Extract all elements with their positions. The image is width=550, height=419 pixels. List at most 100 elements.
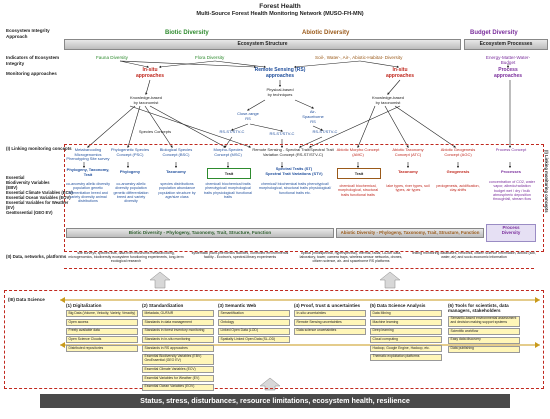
ecosystem-structure-bar: Ecosystem Structure bbox=[64, 39, 461, 50]
rs-approaches-2: approaches bbox=[265, 73, 295, 79]
label-indicators: Indicators of Ecosystem bbox=[6, 55, 60, 60]
species-concepts: Species Concepts bbox=[138, 129, 172, 134]
insitu-right-2: approaches bbox=[385, 73, 415, 79]
science-item: Ontology bbox=[218, 318, 290, 327]
process-diversity-label-2: Diversity bbox=[501, 230, 521, 235]
network-phenomics: systematic plant-phenomics facilities, c… bbox=[191, 251, 289, 260]
science-item: Thematic exploitation platforms bbox=[370, 353, 442, 361]
science-item: Data science uncertainties bbox=[294, 327, 366, 335]
label-data-networks: (II) Data, networks, platforms bbox=[6, 254, 67, 259]
network-linking: linking monitoring databases, networks, … bbox=[412, 251, 536, 260]
kb-left: Knowledge-based bbox=[129, 95, 163, 100]
stv-c-3: RS-ST/STV-C bbox=[312, 129, 338, 134]
close-range-rs-2: RS bbox=[245, 116, 251, 121]
flora-diversity: Flora Diversity bbox=[195, 55, 225, 60]
science-item: Machine learning bbox=[370, 318, 442, 327]
concept-amc: Abiotic Morpho Concept (AMC) bbox=[336, 147, 380, 157]
science-item: Linked Open Data (LOD) bbox=[218, 327, 290, 335]
science-item: Standards in data management bbox=[142, 318, 214, 327]
process-approaches-2: approaches bbox=[493, 73, 523, 79]
status-bar: Status, stress, disturbances, resource l… bbox=[40, 394, 510, 408]
detail-abiotic-trait: chemical/ biochemical, morphological, st… bbox=[337, 184, 379, 197]
fauna-diversity: Fauna Diversity bbox=[96, 55, 128, 60]
physical-based-2: by techniques bbox=[267, 92, 293, 97]
science-item: Open access bbox=[66, 318, 138, 327]
budget-diversity-heading: Budget Diversity bbox=[470, 30, 518, 36]
science-item: Hadoop, Google Engine, Hadoop, etc. bbox=[370, 345, 442, 353]
science-item: Essential Biodiversity Variables (EBV) G… bbox=[142, 353, 214, 365]
science-item: Data Mining bbox=[370, 310, 442, 318]
science-item: Data publishing bbox=[448, 345, 520, 353]
kb-left-2: by taxonomist bbox=[133, 100, 159, 105]
process-diversity-label: Process bbox=[502, 225, 520, 230]
link-geogenesis: Geogenesis bbox=[446, 169, 470, 174]
side-linking-label: (I) Linking monitoring concepts bbox=[544, 150, 549, 213]
abiotic-habitat-diversity: Soil-, Water-, Air-, Abiotic-Habitat- Di… bbox=[315, 55, 403, 60]
label-monitoring: Monitoring approaches bbox=[6, 71, 57, 76]
energy-budget: Energy-Matter-Water- bbox=[485, 55, 531, 60]
science-item: Standards in forest inventory monitoring bbox=[142, 327, 214, 335]
label-geo: GeoEssential (GEO EV) bbox=[6, 210, 53, 215]
science-column-title: (5) Data Science Analysis bbox=[370, 303, 426, 308]
insitu-left-2: approaches bbox=[135, 73, 165, 79]
network-optical: optical (multispectral, hyperspectral), … bbox=[299, 251, 403, 264]
ecosystem-processes-bar: Ecosystem Processes bbox=[464, 39, 548, 50]
data-science-region bbox=[4, 290, 544, 389]
air-spaceborne-2: Spaceborne bbox=[302, 114, 324, 119]
science-column: (6) Tools for scientists, data managers,… bbox=[448, 303, 520, 354]
science-item: Distributed repositories bbox=[66, 345, 138, 353]
science-item: Standards in in-situ monitoring bbox=[142, 336, 214, 344]
label-ewv-2: (EV) bbox=[6, 205, 15, 210]
label-ewv: Essential Variables for Weather bbox=[6, 200, 69, 205]
science-item: Freely available data bbox=[66, 327, 138, 335]
label-ecv: Essential Climate Variables (ECV) bbox=[6, 190, 73, 195]
science-item: Semantic-based environmental assessment … bbox=[448, 315, 520, 327]
concept-agc: Abiotic Geogenesis Concept (AGC) bbox=[440, 147, 476, 157]
detail-processes: concentration of CO2, water vapor, albed… bbox=[489, 180, 535, 201]
network-site-surveys: site surveys, species lists, data from m… bbox=[68, 251, 184, 264]
science-item: Spatially Linked Open Data (SL-OD) bbox=[218, 336, 290, 344]
label-ebv-2: Biodiversity Variables bbox=[6, 180, 50, 185]
link-spectral-variations: Spectral Trait Variations (STV) bbox=[265, 171, 323, 176]
science-item: Easy data discovery bbox=[448, 336, 520, 344]
insitu-left: In-situ bbox=[142, 67, 158, 73]
biotic-diversity-heading: Biotic Diversity bbox=[165, 30, 209, 36]
air-spaceborne-3: RS bbox=[310, 119, 316, 124]
science-column-title: (4) Proof, trust & uncertainties bbox=[294, 303, 361, 308]
stv-c-1: RS-ST/STV-C bbox=[219, 129, 245, 134]
link-processes: Processes bbox=[500, 169, 521, 174]
science-item: Scientific workflow bbox=[448, 328, 520, 336]
science-column-title: (1) Digitalization bbox=[66, 303, 102, 308]
label-ebv: Essential bbox=[6, 175, 25, 180]
insitu-right: In-situ bbox=[392, 67, 408, 73]
link-phylo-tax-trait: Phylogeny, Taxonomy, Trait bbox=[66, 167, 110, 177]
energy-budget-2: Budget bbox=[500, 60, 516, 65]
science-item: Essential Climate Variables (ECV) bbox=[142, 366, 214, 374]
abiotic-diversity-bar: Abiotic Diversity - Phylogeny, Taxonomy,… bbox=[336, 228, 484, 238]
process-diversity-box: Process Diversity bbox=[486, 224, 536, 242]
label-ecosystem-integrity: Ecosystem Integrity bbox=[6, 28, 50, 33]
label-linking: (I) Linking monitoring concepts bbox=[6, 146, 72, 151]
science-item: Deep learning bbox=[370, 327, 442, 335]
science-item: Essential Ocean Variables (EOV) bbox=[142, 383, 214, 391]
science-item: Cloud computing bbox=[370, 336, 442, 344]
science-item: In-situ uncertainties bbox=[294, 310, 366, 318]
close-range-rs: Close-range bbox=[237, 111, 259, 116]
concept-atc: Abiotic Taxonomy Concept (ATC) bbox=[392, 147, 424, 157]
biotic-diversity-bar: Biotic Diversity - Phylogeny, Taxonomy, … bbox=[66, 228, 334, 238]
detail-phylogeny: co-ancestry allelic diversity population… bbox=[113, 182, 149, 203]
link-phylogeny: Phylogeny bbox=[119, 169, 141, 174]
linking-region bbox=[64, 144, 544, 252]
network-title: Multi-Source Forest Health Monitoring Ne… bbox=[196, 11, 364, 17]
detail-pedogenesis: pedogenesis, acidification, clay-shifts bbox=[436, 184, 480, 193]
concept-psc: Phylogenetic Species Concept (PSC) bbox=[110, 147, 150, 157]
abiotic-diversity-heading: Abiotic Diversity bbox=[302, 30, 350, 36]
science-column-title: (3) Semantic Web bbox=[218, 303, 257, 308]
concept-bsc: Biological Species Concept (BSC) bbox=[159, 147, 193, 157]
label-eov: Essential Ocean Variables (EOV) bbox=[6, 195, 71, 200]
concept-metabarcoding: Metabarcoding Microgenomics Phenotyping … bbox=[66, 147, 110, 162]
